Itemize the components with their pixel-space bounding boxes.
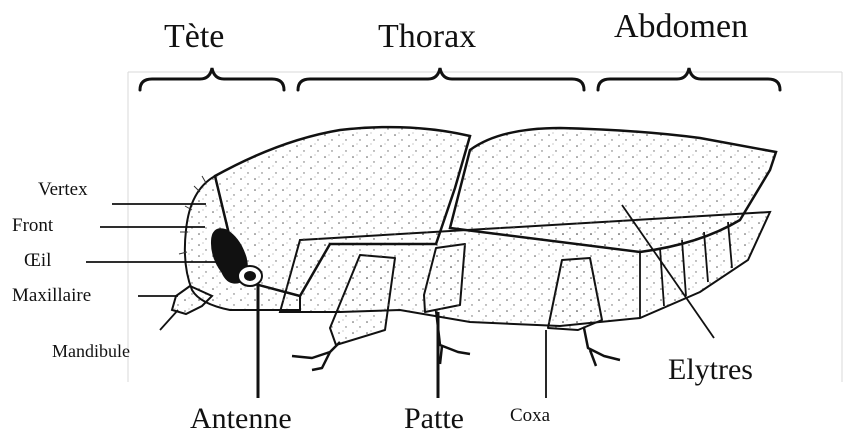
label-front: Front bbox=[12, 216, 53, 235]
label-coxa: Coxa bbox=[510, 406, 550, 425]
label-vertex: Vertex bbox=[38, 180, 88, 199]
antenna-base bbox=[238, 266, 262, 286]
head-brace bbox=[140, 68, 284, 90]
region-label-thorax: Thorax bbox=[378, 20, 476, 54]
abdomen-brace bbox=[598, 68, 780, 90]
label-antenna: Antenne bbox=[190, 404, 292, 434]
mandible-leader bbox=[160, 310, 178, 330]
thorax-brace bbox=[298, 68, 584, 90]
label-maxillary: Maxillaire bbox=[12, 286, 91, 305]
label-leg: Patte bbox=[404, 404, 464, 434]
region-braces bbox=[140, 68, 780, 90]
label-eye: Œil bbox=[24, 251, 51, 270]
label-mandible: Mandibule bbox=[52, 342, 130, 360]
region-label-head: Tète bbox=[164, 20, 224, 54]
label-elytra: Elytres bbox=[668, 355, 753, 385]
region-label-abdomen: Abdomen bbox=[614, 10, 748, 44]
